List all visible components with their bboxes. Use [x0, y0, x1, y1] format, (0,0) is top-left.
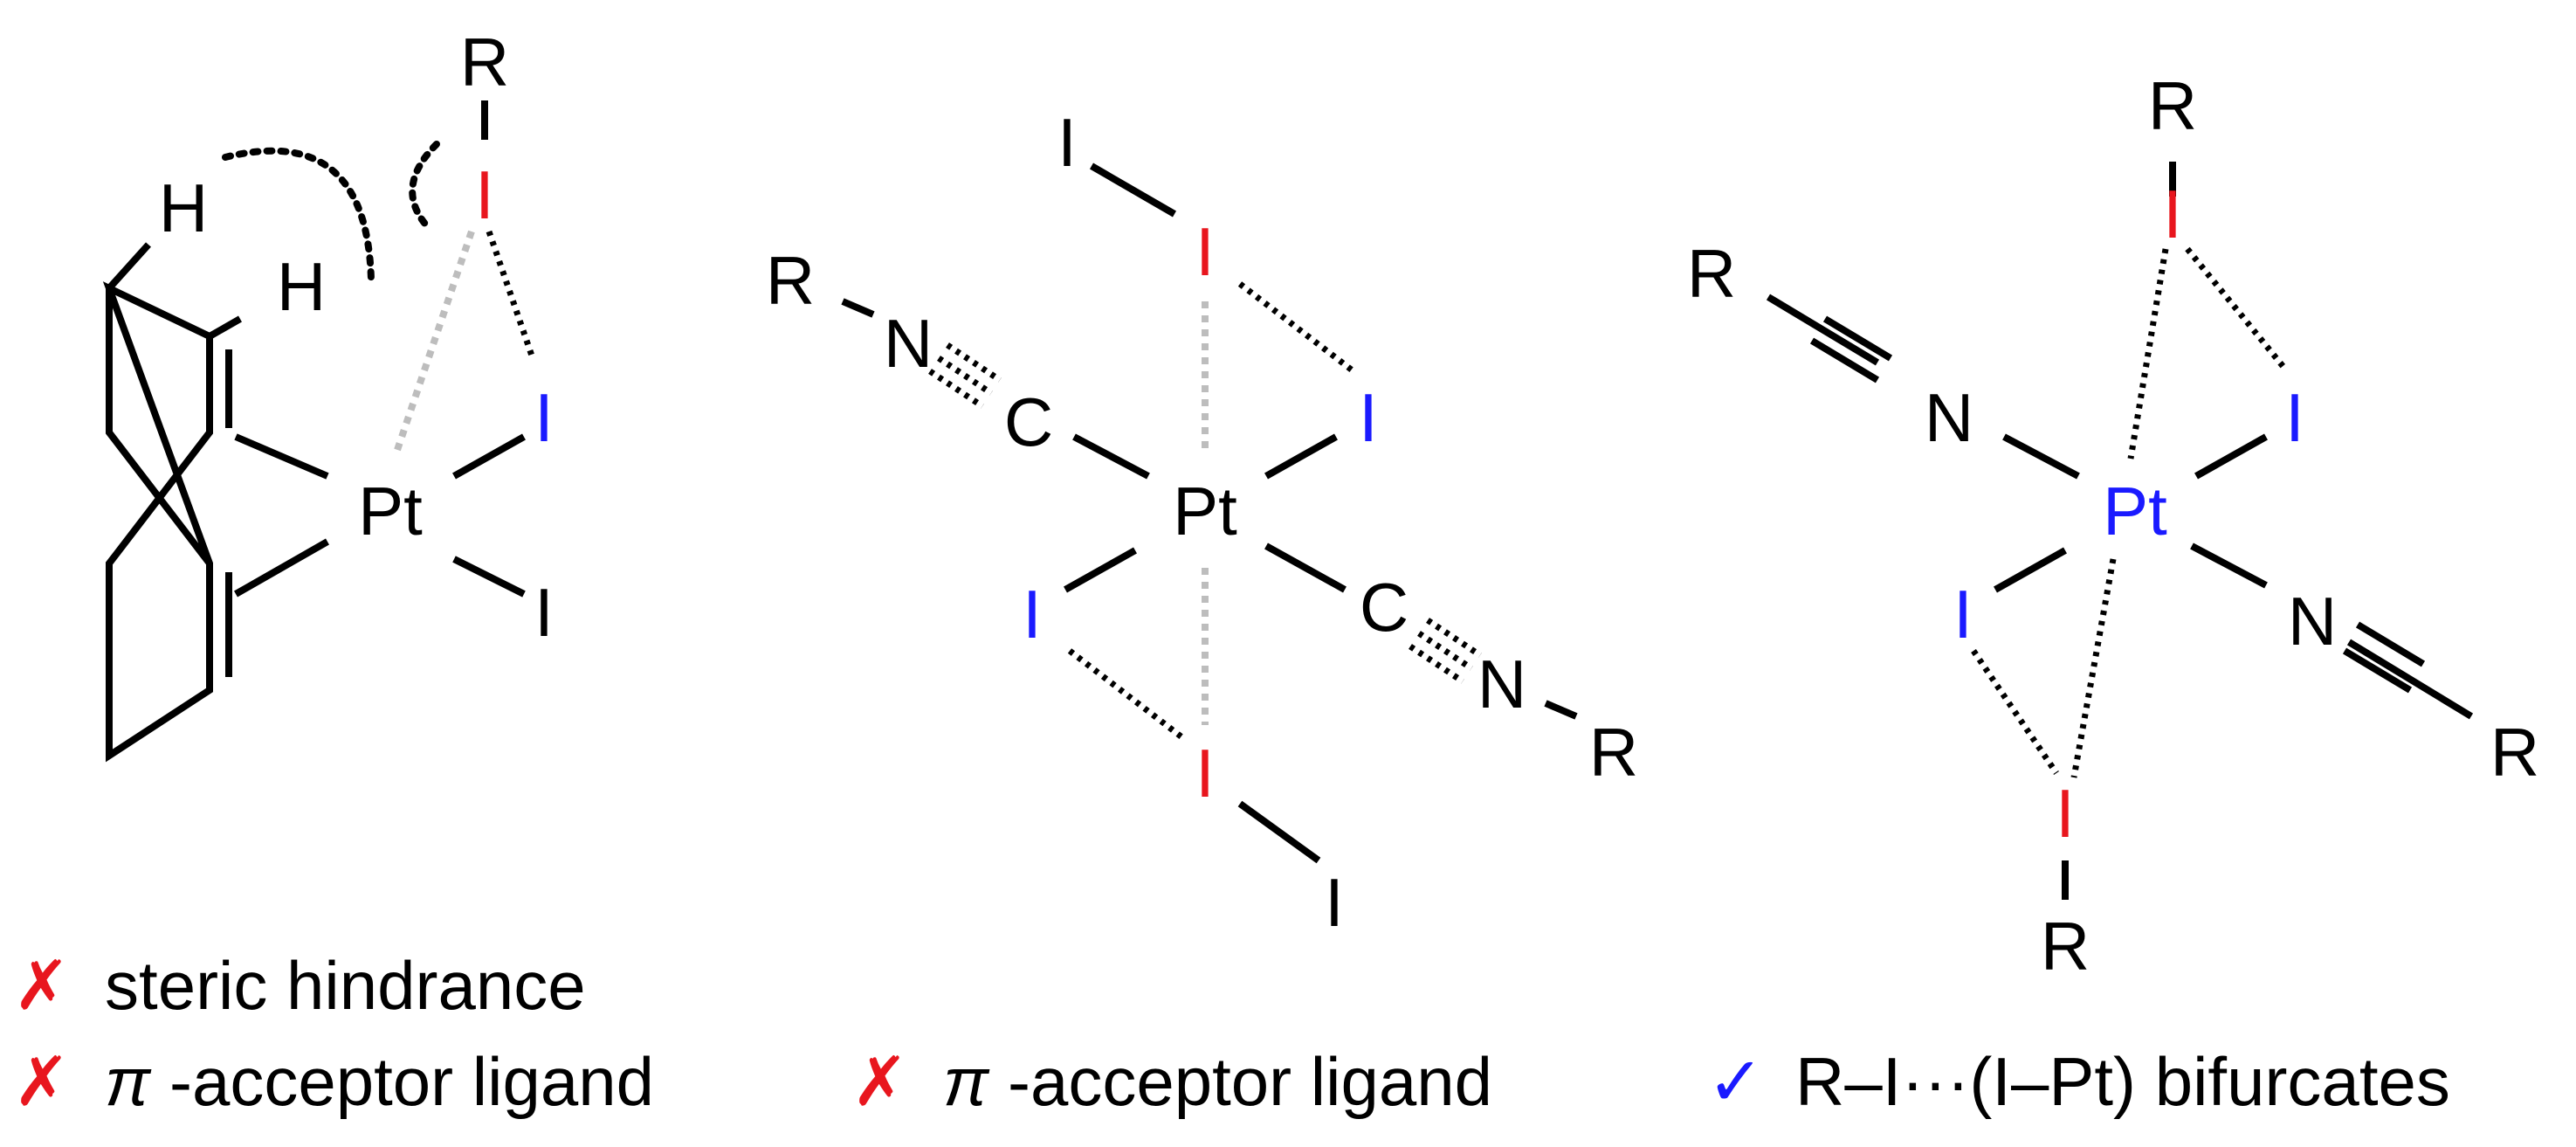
structure-right: R I R N I Pt I N R I R: [1687, 67, 2539, 985]
n-c-left-triple-1: [937, 356, 993, 396]
c-n-right-triple-1: [1417, 631, 1473, 671]
atom-pt: Pt: [1173, 473, 1237, 549]
pt-c-right-bond: [1264, 542, 1347, 593]
atom-r-left: R: [766, 242, 815, 319]
cross-mark-icon: ✗: [13, 1043, 70, 1120]
caption-middle-pi: π: [943, 1043, 990, 1120]
atom-n-right: N: [1477, 646, 1526, 722]
r-n-left-bond: [841, 298, 875, 318]
caption-left-2-text: -acceptor ligand: [169, 1043, 654, 1120]
caption-left-2: ✗ π -acceptor ligand: [13, 1043, 654, 1120]
atom-r-right: R: [1589, 714, 1638, 791]
i-i-contact-bottom: [1067, 648, 1186, 741]
cross-mark-icon: ✗: [851, 1043, 908, 1120]
atom-i-blue-bottom: I: [1023, 576, 1042, 653]
atom-h1: H: [159, 169, 208, 246]
atom-n-left: N: [884, 305, 933, 382]
caption-right: ✓ R–I···(I–Pt) bifurcates: [1707, 1043, 2450, 1120]
pt-n-right-bond: [2190, 542, 2268, 589]
atom-i-red-top: I: [1195, 213, 1215, 290]
n-c-r-right-bond-2: [2355, 621, 2426, 667]
steric-arc-h: [222, 147, 375, 283]
structure-left: R I H H Pt I I: [102, 24, 554, 763]
atom-r: R: [460, 24, 509, 100]
pt-olefin-bottom-bond: [234, 538, 329, 598]
i-pt-contact-top: [2127, 248, 2169, 459]
cod-ring: [102, 281, 213, 763]
n-r-right-bond: [1544, 700, 1578, 720]
atom-c-left: C: [1004, 383, 1053, 460]
pt-i-blue-bond: [452, 433, 526, 480]
atom-h2: H: [277, 248, 326, 325]
structure-middle: I I R N C I Pt I C N R I I: [766, 104, 1638, 941]
atom-n-left: N: [1925, 379, 1973, 456]
atom-i-blue-top: I: [2285, 379, 2304, 456]
atom-r-left: R: [1687, 235, 1736, 312]
atom-i-red-top: I: [2163, 176, 2182, 252]
h1-bond: [107, 242, 151, 291]
h2-bond: [208, 315, 242, 340]
n-c-left-triple-2: [946, 342, 1002, 383]
caption-left-1-text: steric hindrance: [105, 947, 586, 1024]
atom-i-red: I: [475, 156, 494, 233]
n-c-r-right-bond-3: [2342, 647, 2413, 694]
atom-i-top: I: [1057, 104, 1077, 181]
c-pt-left-bond: [1072, 433, 1150, 480]
atom-pt: Pt: [2103, 473, 2167, 549]
c-n-right-triple-2: [1426, 618, 1482, 658]
i-i-contact: [486, 230, 536, 360]
atom-r-right: R: [2490, 714, 2539, 791]
caption-right-text: R–I···(I–Pt) bifurcates: [1795, 1043, 2450, 1120]
atom-r-top: R: [2148, 67, 2197, 144]
atom-r-bottom: R: [2041, 908, 2090, 985]
atom-pt: Pt: [358, 473, 423, 549]
i-pt-contact: [394, 230, 475, 452]
caption-left-2-pi: π: [105, 1043, 152, 1120]
atom-i-blue-top: I: [1359, 379, 1378, 456]
caption-left-1: ✗ steric hindrance: [13, 947, 586, 1024]
atom-i-black: I: [534, 574, 554, 651]
pt-i-black-bond: [452, 556, 526, 598]
r-cn-left-bond-3: [1809, 337, 1880, 383]
caption-middle-text: -acceptor ligand: [1008, 1043, 1492, 1120]
pt-i-blue-top-bond: [2194, 433, 2268, 480]
i-i-contact-bottom: [1971, 649, 2059, 775]
atom-i-blue: I: [534, 379, 554, 456]
r-cn-left-bond-2: [1822, 315, 1893, 362]
captions: ✗ steric hindrance ✗ π -acceptor ligand …: [13, 947, 2450, 1120]
pt-i-blue-bottom-bond: [1994, 547, 2067, 593]
i-i-contact-top: [1237, 281, 1356, 374]
atom-i-bottom: I: [1325, 864, 1344, 941]
c-n-right-triple-3: [1409, 644, 1464, 684]
atom-i-red-bottom: I: [1195, 735, 1215, 812]
pt-i-blue-bottom-bond: [1064, 547, 1137, 593]
pt-i-blue-top-bond: [1264, 433, 1338, 480]
check-mark-icon: ✓: [1707, 1043, 1764, 1120]
cross-mark-icon: ✗: [13, 947, 70, 1024]
n-pt-left-bond: [2002, 433, 2080, 480]
atom-i-blue-bottom: I: [1953, 576, 1973, 653]
i-pt-contact-bottom: [2070, 558, 2117, 778]
n-c-r-right-bond-1: [2346, 639, 2474, 720]
steric-arc-i: [409, 141, 440, 231]
caption-middle: ✗ π -acceptor ligand: [851, 1043, 1492, 1120]
n-c-left-triple-3: [928, 369, 984, 409]
i-i-bottom-bond: [1237, 800, 1321, 864]
i-i-top-bond: [1089, 162, 1177, 218]
r-cn-left-bond-1: [1766, 294, 1880, 366]
i-i-contact-top: [2185, 246, 2286, 370]
atom-n-right: N: [2288, 583, 2337, 660]
atom-c-right: C: [1360, 569, 1409, 646]
atom-i-red-bottom: I: [2056, 775, 2075, 852]
pt-olefin-top-bond: [234, 433, 329, 480]
